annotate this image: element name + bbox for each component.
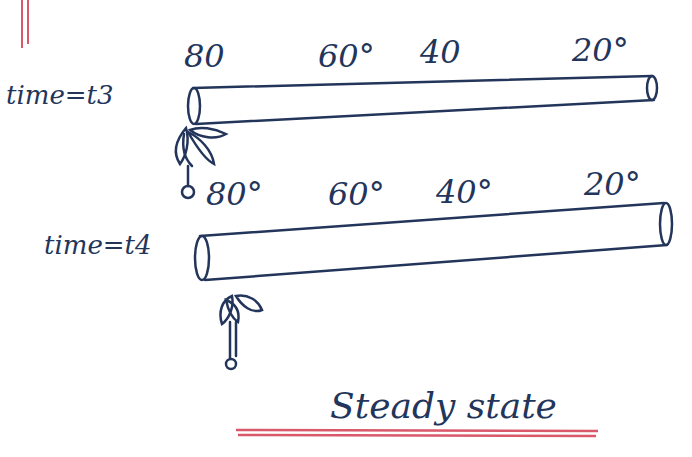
temperature-label: 20°	[584, 168, 641, 200]
temperature-label: 20°	[572, 34, 629, 66]
caption: Steady state	[330, 388, 557, 424]
underline	[236, 430, 598, 436]
temperature-label: 80°	[206, 178, 263, 210]
flame	[220, 296, 262, 369]
time-label: time=t3	[6, 82, 114, 108]
temperature-label: 40°	[436, 176, 493, 208]
temperature-label: 60°	[328, 178, 385, 210]
rod	[188, 76, 657, 124]
time-label: time=t4	[44, 232, 152, 258]
temperature-label: 40	[420, 36, 461, 68]
temperature-label: 80	[184, 40, 225, 72]
margin-line	[22, 0, 28, 48]
temperature-label: 60°	[318, 40, 375, 72]
rod	[195, 203, 672, 280]
